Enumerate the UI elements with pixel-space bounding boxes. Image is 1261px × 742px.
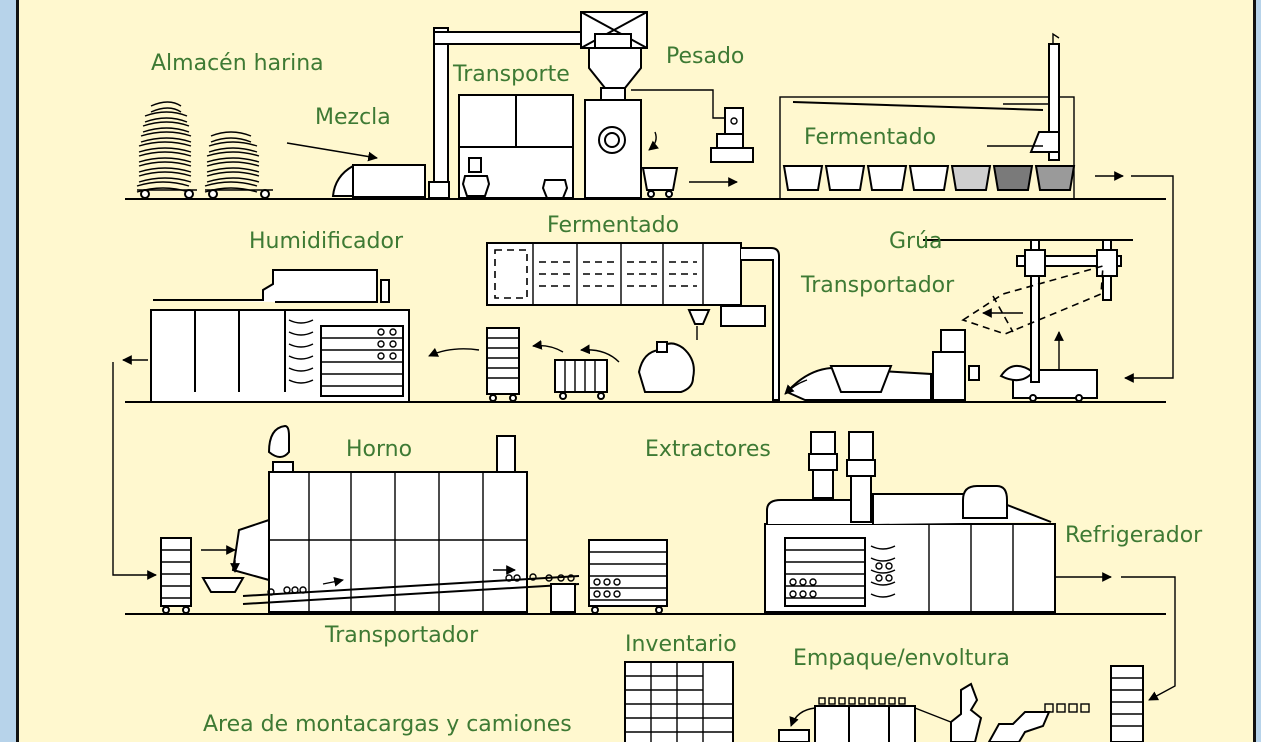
label-almacen-harina: Almacén harina [151,51,324,76]
packaging-machine-icon [778,682,1090,742]
diagram-panel: Almacén harina Mezcla Transporte Pesado … [16,0,1256,742]
pan-cart-icon [554,359,608,400]
conveyor-transporter-icon [784,329,1098,402]
humidifier-icon [150,269,410,403]
label-grua: Grúa [889,229,943,254]
label-empaque: Empaque/envoltura [793,646,1010,671]
cooler-extractors-icon [764,431,1056,613]
label-extractores: Extractores [645,437,771,462]
weighing-hopper-icon [580,11,754,199]
label-refrigerador: Refrigerador [1065,523,1203,548]
label-transportador-mid: Transportador [800,273,955,298]
label-fermentado-top: Fermentado [804,125,936,150]
flour-sacks-icon [136,101,273,199]
label-area-montacargas: Area de montacargas y camiones [203,712,572,737]
fermentation-room-icon [779,32,1076,200]
rack-bottom-right-icon [1110,665,1144,742]
bread-rack-icon [588,539,668,614]
fermentation-cabinet-icon [486,242,780,401]
rack-left-icon [160,537,192,614]
oven-icon [201,424,580,613]
molder-icon [637,309,711,393]
label-pesado: Pesado [666,44,744,69]
label-inventario: Inventario [625,632,737,657]
rack-icon [486,327,520,402]
flow-connectors [112,171,1176,701]
label-transportador-low: Transportador [324,623,479,648]
bakery-process-diagram: Almacén harina Mezcla Transporte Pesado … [112,11,1203,742]
inventory-stack-icon [624,661,734,742]
crane-icon [923,239,1133,383]
label-fermentado-mid: Fermentado [547,213,679,238]
label-horno: Horno [346,437,412,462]
label-mezcla: Mezcla [315,105,391,130]
label-transporte: Transporte [452,62,570,87]
labels: Almacén harina Mezcla Transporte Pesado … [151,44,1203,737]
transport-conveyor-icon [428,27,625,199]
mixer-icon [331,164,426,198]
label-humidificador: Humidificador [249,229,404,254]
